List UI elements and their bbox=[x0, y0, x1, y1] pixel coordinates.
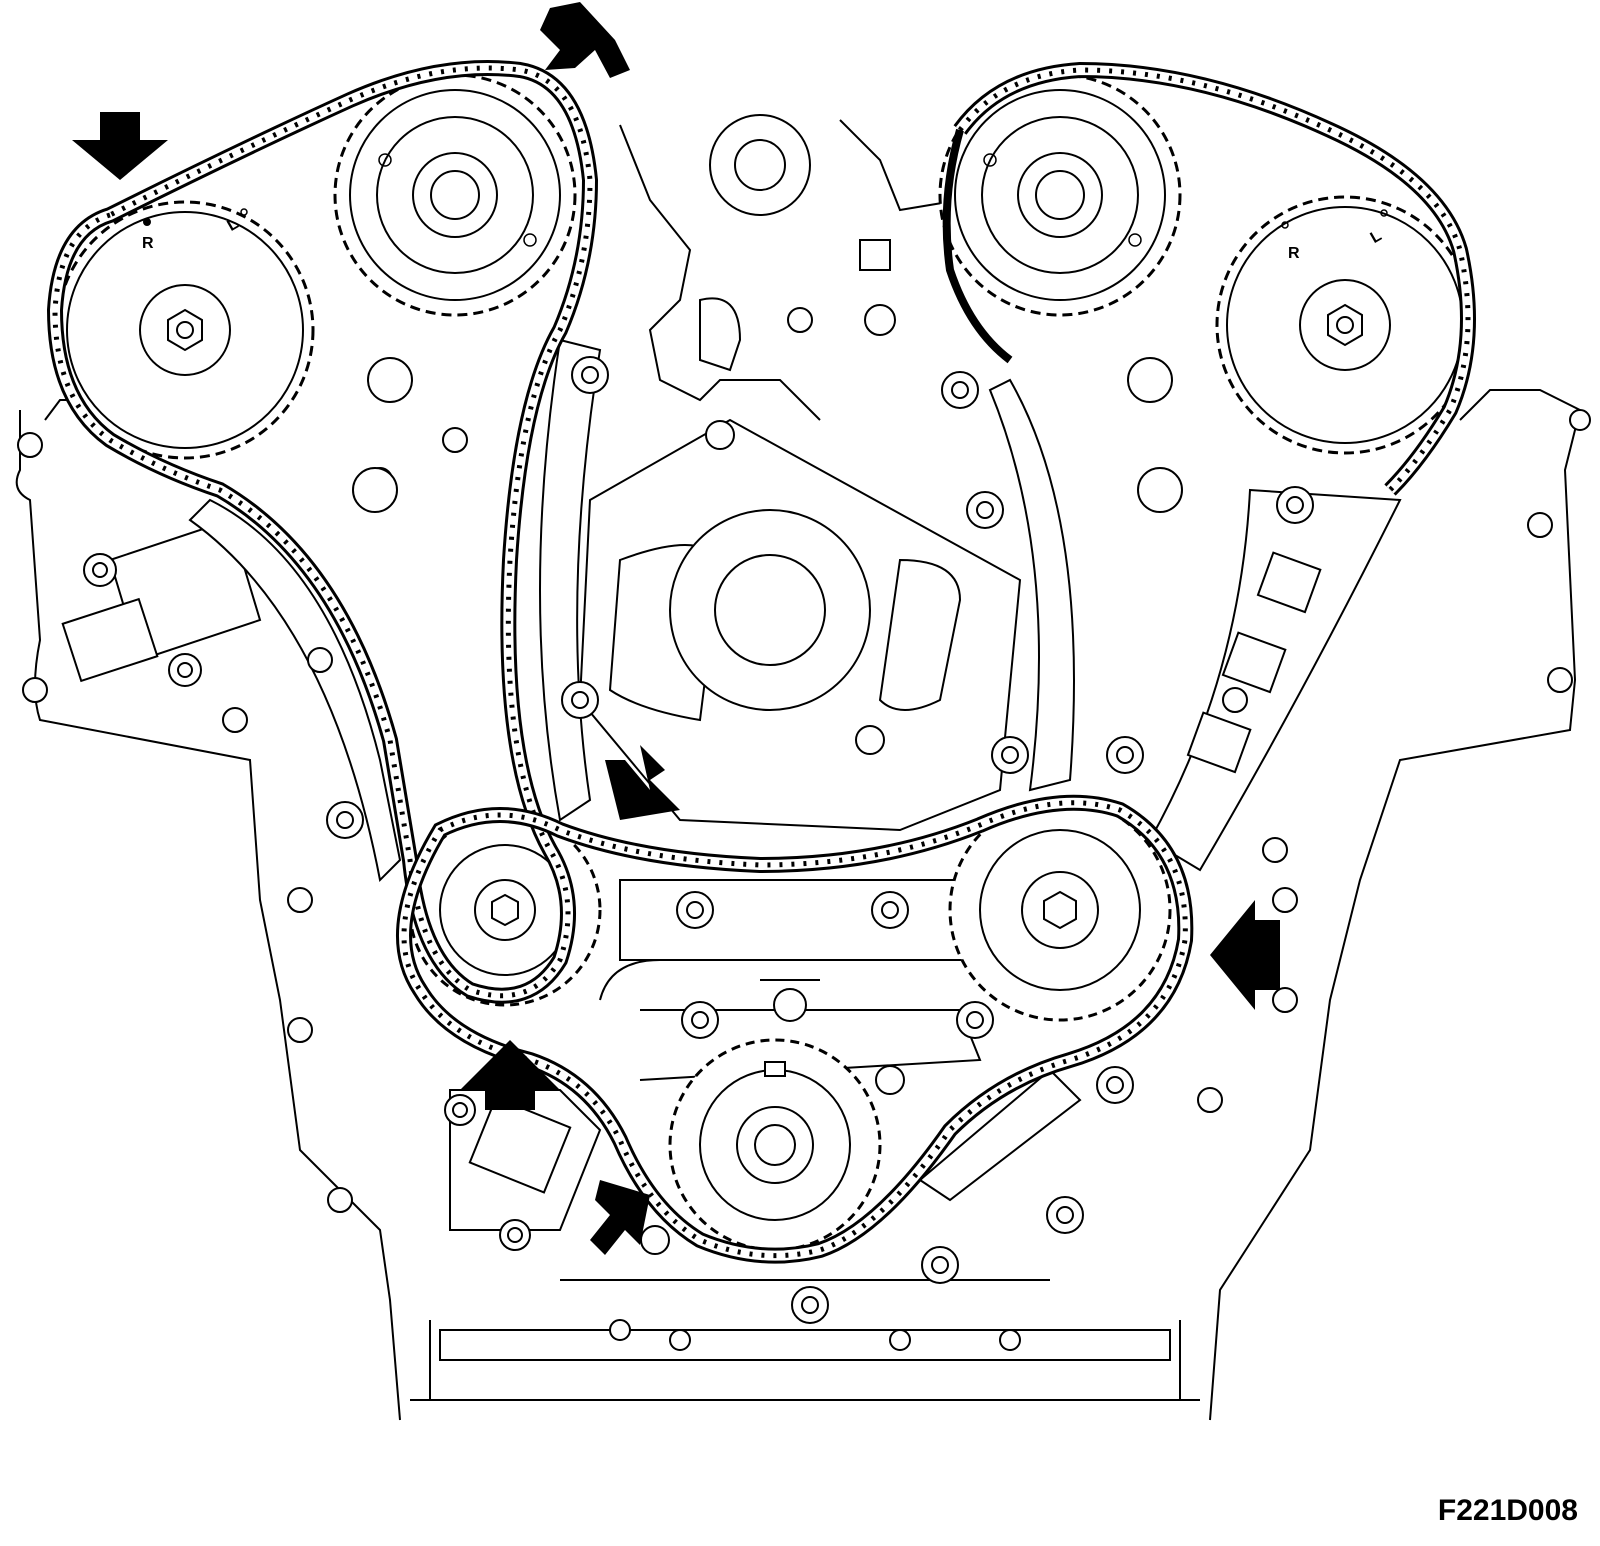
arrow-down-icon bbox=[72, 112, 168, 180]
arrow-down-left-icon-2 bbox=[605, 745, 680, 820]
right-cam-sprocket-inner bbox=[938, 73, 1182, 317]
callout-arrows bbox=[72, 2, 1280, 1255]
timing-marks: R L R L bbox=[142, 208, 1388, 262]
left-cam-sprocket-inner bbox=[333, 73, 577, 317]
right-cam-sprocket-outer bbox=[1215, 195, 1475, 455]
left-lower-tensioner bbox=[444, 1089, 670, 1255]
left-chain-guide bbox=[188, 498, 402, 883]
left-bank-chain-inner bbox=[49, 63, 596, 1001]
arrow-down-left-icon bbox=[540, 2, 630, 78]
upper-center-structure bbox=[619, 114, 991, 421]
left-cam-sprocket-outer bbox=[55, 200, 315, 460]
right-outer-mark-r: R bbox=[1288, 245, 1300, 262]
right-bank-chain-inner bbox=[955, 64, 1473, 494]
right-bank-chain-return bbox=[942, 128, 1013, 364]
right-idler-sprocket bbox=[948, 798, 1172, 1022]
water-pump-housing bbox=[578, 418, 1022, 832]
engine-block bbox=[15, 389, 1582, 1421]
right-chain-guide bbox=[988, 378, 1075, 792]
arrow-up-icon bbox=[460, 1040, 560, 1110]
right-lower-tensioner-arm bbox=[918, 1068, 1082, 1202]
crankshaft-sprocket bbox=[668, 1038, 882, 1252]
arrow-left-icon bbox=[1210, 900, 1280, 1010]
primary-chain-links bbox=[401, 800, 1188, 1259]
arrow-up-right-icon bbox=[590, 1180, 650, 1255]
center-chain-guide bbox=[539, 338, 602, 822]
bolts bbox=[17, 356, 1591, 1351]
left-tensioner bbox=[61, 518, 262, 687]
figure-code: F221D008 bbox=[1437, 1494, 1578, 1527]
right-lower-guide bbox=[1148, 488, 1402, 872]
left-outer-mark-r: R bbox=[142, 235, 154, 252]
